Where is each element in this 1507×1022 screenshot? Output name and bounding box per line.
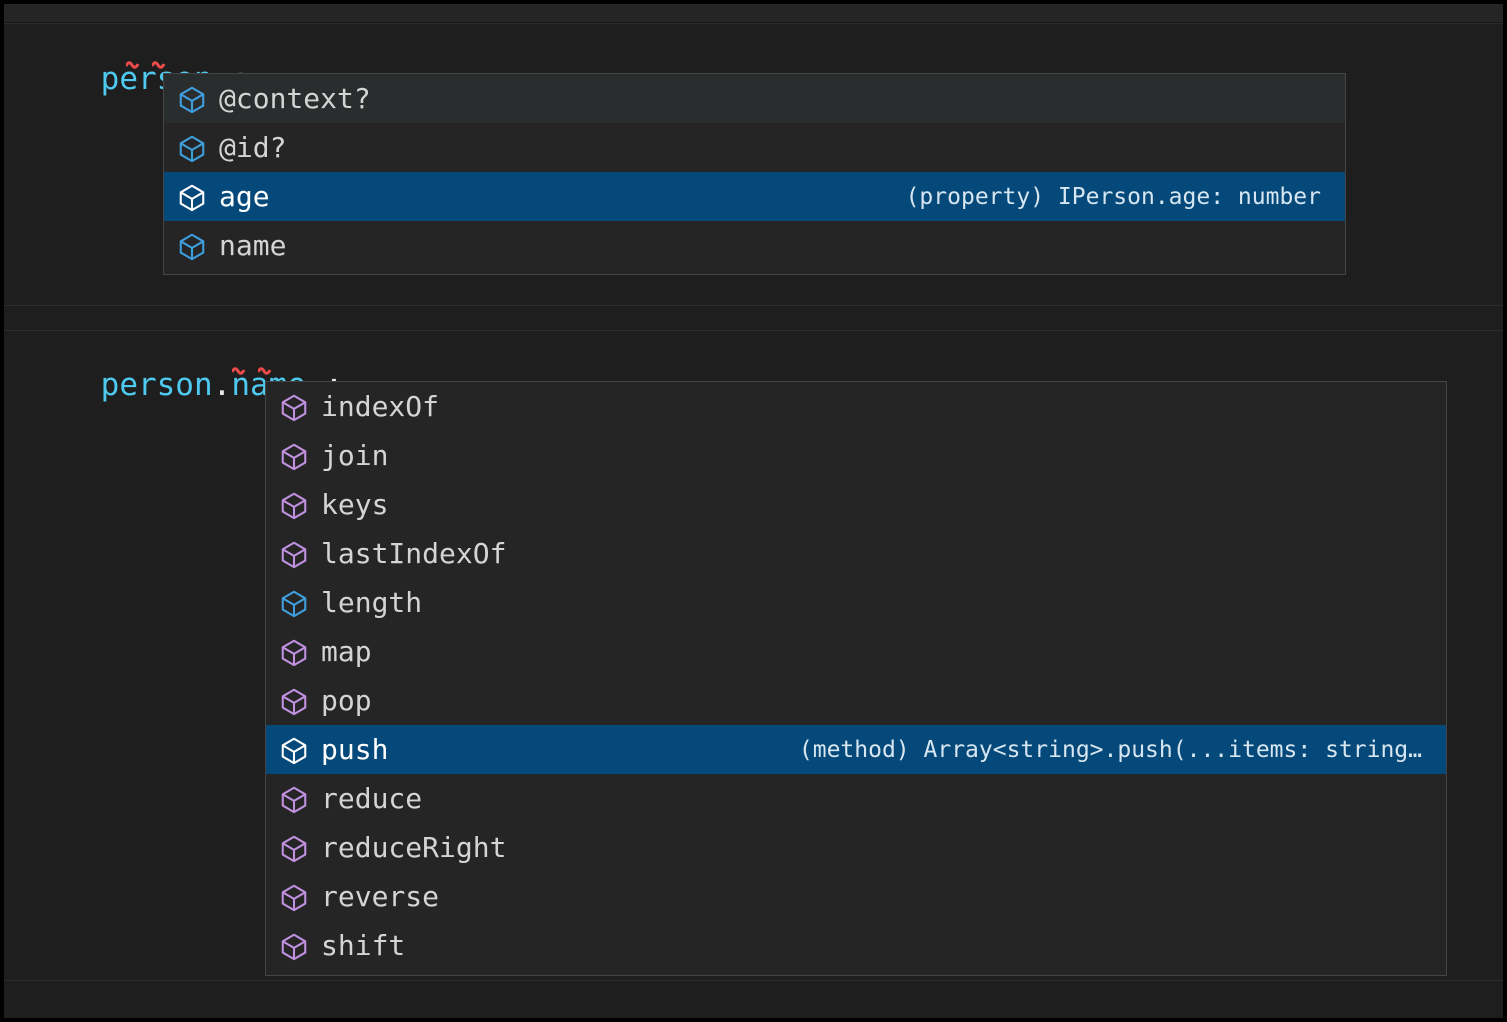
divider-bottom — [4, 980, 1503, 981]
method-cube-icon — [281, 541, 307, 568]
suggestion-item-label: pop — [321, 683, 372, 717]
suggestion-popup-person-name[interactable]: indexOf join keys lastIndexOf length map pop pu… — [265, 381, 1447, 976]
suggestion-item-length[interactable]: length — [266, 578, 1446, 627]
suggestion-item-context[interactable]: @context? — [164, 74, 1345, 123]
suggestion-item-push[interactable]: push (method) Array<string>.push(...items… — [266, 725, 1446, 774]
suggestion-item-id[interactable]: @id? — [164, 123, 1345, 172]
property-cube-icon — [179, 135, 205, 162]
error-squiggle-2a — [232, 366, 254, 375]
editor-top-strip — [4, 4, 1503, 23]
method-cube-icon — [281, 737, 307, 764]
suggestion-item-reduce[interactable]: reduce — [266, 774, 1446, 823]
suggestion-item-label: reduce — [321, 781, 423, 815]
suggestion-item-map[interactable]: map — [266, 627, 1446, 676]
suggestion-item-reverse[interactable]: reverse — [266, 872, 1446, 921]
suggestion-item-name[interactable]: name — [164, 221, 1345, 270]
suggestion-item-label: shift — [321, 928, 406, 962]
suggestion-item-label: @id? — [219, 130, 287, 164]
suggestion-item-reduceright[interactable]: reduceRight — [266, 823, 1446, 872]
method-cube-icon — [281, 835, 307, 862]
suggestion-item-pop[interactable]: pop — [266, 676, 1446, 725]
suggestion-item-label: lastIndexOf — [321, 536, 507, 570]
method-cube-icon — [281, 884, 307, 911]
divider-mid-lower — [4, 330, 1503, 331]
suggestion-item-indexof[interactable]: indexOf — [266, 382, 1446, 431]
suggestion-item-shift[interactable]: shift — [266, 921, 1446, 970]
suggestion-item-label: keys — [321, 487, 389, 521]
suggestion-item-label: indexOf — [321, 389, 440, 423]
method-cube-icon — [281, 786, 307, 813]
method-cube-icon — [281, 688, 307, 715]
method-cube-icon — [281, 933, 307, 960]
suggestion-item-detail: (method) Array<string>.push(...items: st… — [798, 736, 1422, 763]
suggestion-item-keys[interactable]: keys — [266, 480, 1446, 529]
code-dot-1: . — [212, 367, 232, 403]
suggestion-item-label: @context? — [219, 81, 371, 115]
suggestion-item-label: length — [321, 585, 423, 619]
error-squiggle-2b — [258, 366, 280, 375]
suggestion-item-label: age — [219, 179, 270, 213]
suggestion-item-lastindexof[interactable]: lastIndexOf — [266, 529, 1446, 578]
suggestion-item-label: reduceRight — [321, 830, 507, 864]
suggestion-item-label: name — [219, 228, 287, 262]
error-squiggle-1a — [126, 60, 148, 69]
property-cube-icon — [179, 184, 205, 211]
editor-surface: person.; @context?@id?age(property) IPer… — [4, 4, 1503, 1018]
suggestion-item-label: push — [321, 732, 389, 766]
suggestion-item-detail: (property) IPerson.age: number — [905, 183, 1321, 210]
method-cube-icon — [281, 639, 307, 666]
error-squiggle-1b — [152, 60, 174, 69]
method-cube-icon — [281, 443, 307, 470]
divider-mid-upper — [4, 305, 1503, 306]
suggestion-popup-person[interactable]: @context? @id? age (property) IPerson.age: … — [163, 73, 1346, 275]
property-cube-icon — [179, 86, 205, 113]
suggestion-item-age[interactable]: age (property) IPerson.age: number — [164, 172, 1345, 221]
suggestion-item-label: map — [321, 634, 372, 668]
property-cube-icon — [179, 233, 205, 260]
property-cube-icon — [281, 590, 307, 617]
method-cube-icon — [281, 394, 307, 421]
suggestion-item-label: reverse — [321, 879, 440, 913]
suggestion-item-label: join — [321, 438, 389, 472]
method-cube-icon — [281, 492, 307, 519]
divider-top — [4, 23, 1503, 24]
suggestion-item-join[interactable]: join — [266, 431, 1446, 480]
code-identifier-person-2: person — [100, 367, 213, 403]
